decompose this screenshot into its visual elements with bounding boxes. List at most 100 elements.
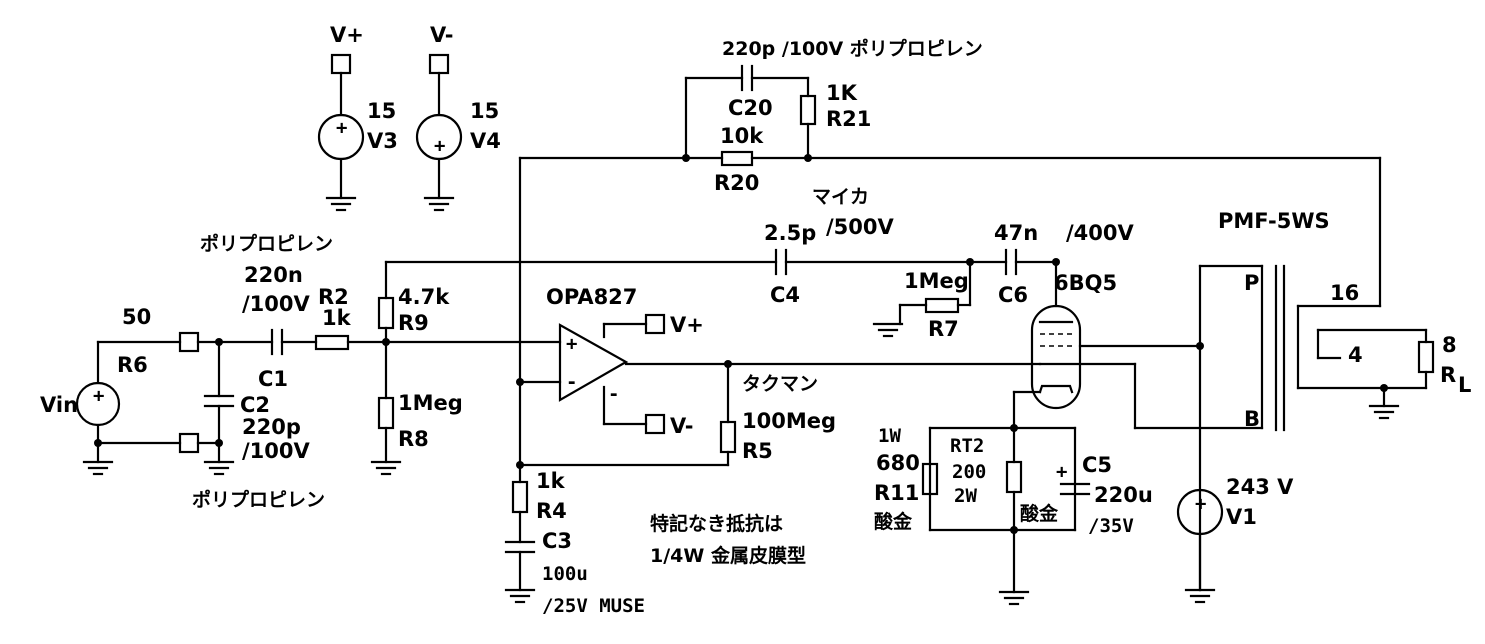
- vin-label: Vin: [40, 393, 78, 417]
- ground-symbol: [504, 588, 536, 604]
- c5-plus: +: [1056, 461, 1067, 483]
- rt2-power: 2W: [954, 485, 977, 507]
- tube-envelope: [1030, 304, 1082, 410]
- c6-name: C6: [998, 283, 1028, 307]
- v3-name: V3: [367, 129, 398, 153]
- resistor-r2: [314, 334, 350, 351]
- resistor-r20: [720, 150, 754, 167]
- r7-value: 1Meg: [904, 269, 969, 293]
- r4-value: 1k: [536, 469, 566, 493]
- r11-type: 酸金: [874, 510, 913, 533]
- tube-name: 6BQ5: [1054, 271, 1117, 295]
- c4-dielectric: マイカ: [812, 186, 869, 208]
- svg-text:+: +: [336, 117, 347, 139]
- tuning-label: タクマン: [742, 373, 818, 395]
- r6-value: 50: [122, 305, 151, 329]
- r8-name: R8: [398, 427, 429, 451]
- opamp-name: OPA827: [546, 285, 637, 309]
- resistor-r21: [799, 94, 817, 126]
- r11-name: R11: [874, 481, 919, 505]
- ground-symbol: [370, 460, 402, 476]
- r20-name: R20: [714, 171, 759, 195]
- ground-symbol: [1368, 404, 1400, 420]
- c20-name: C20: [728, 96, 773, 120]
- r11-power: 1W: [878, 425, 901, 447]
- opamp-opa827: OPA827 + - V+ - V- タクマン 100Meg R5 1k R4: [504, 285, 1042, 617]
- c5-name: C5: [1082, 453, 1112, 477]
- r5-value: 100Meg: [742, 409, 836, 433]
- supply-v4: V- + 15 V4: [415, 23, 501, 212]
- note-line-1: 特記なき抵抗は: [650, 512, 783, 535]
- c20-value-label: 220p /100V ポリプロピレン: [722, 37, 983, 60]
- ground-symbol: [423, 196, 455, 212]
- c3-value: 100u: [542, 563, 588, 585]
- vminus-terminal: [428, 53, 450, 75]
- vminus-node-label: V-: [430, 23, 453, 47]
- c6-voltage: /400V: [1066, 221, 1135, 245]
- ground-symbol: [203, 460, 235, 476]
- load-subscript: L: [1458, 373, 1471, 397]
- c2-dielectric: ポリプロピレン: [192, 488, 325, 511]
- resistor-r5: [719, 420, 737, 454]
- rt2-name: RT2: [950, 435, 984, 457]
- ground-symbol: [82, 460, 114, 476]
- svg-text:+: +: [93, 385, 104, 407]
- r2-name: R2: [318, 285, 349, 309]
- r6-name: R6: [117, 353, 148, 377]
- c1-name: C1: [258, 367, 288, 391]
- supply-v3: V+ + 15 V3: [317, 23, 398, 212]
- rt2-value: 200: [952, 461, 986, 483]
- input-return-terminal: [178, 432, 200, 454]
- opamp-vminus-terminal: [644, 413, 666, 435]
- resistor-r7: [924, 297, 960, 314]
- c2-name: C2: [240, 393, 270, 417]
- c3-name: C3: [542, 529, 572, 553]
- opamp-plus-sign: +: [566, 333, 577, 355]
- r4-name: R4: [536, 499, 567, 523]
- v4-name: V4: [470, 129, 501, 153]
- r9-name: R9: [398, 311, 429, 335]
- r8-value: 1Meg: [398, 391, 463, 415]
- c3-voltage: /25V MUSE: [542, 595, 645, 617]
- transformer-p-terminal: P: [1244, 271, 1259, 295]
- c4-value: 2.5p: [764, 221, 816, 245]
- tap-4-label: 4: [1348, 343, 1363, 367]
- note-line-2: 1/4W 金属皮膜型: [650, 544, 806, 567]
- opamp-minus-sign: -: [566, 371, 577, 393]
- c1-dielectric: ポリプロピレン: [200, 232, 333, 255]
- resistor-r4: [511, 480, 529, 514]
- opamp-triangle: [558, 323, 629, 402]
- transformer-b-terminal: B: [1244, 407, 1260, 431]
- c2-voltage: /100V: [242, 439, 311, 463]
- c1-voltage: /100V: [242, 292, 311, 316]
- tube-6bq5: 6BQ5 + 1W 680 R11 酸金 RT2 200: [874, 260, 1204, 606]
- c5-value: 220u: [1094, 483, 1153, 507]
- ground-symbol: [325, 196, 357, 212]
- c2-value: 220p: [242, 415, 301, 439]
- c4-voltage: /500V: [826, 215, 895, 239]
- c5-voltage: /35V: [1088, 515, 1134, 537]
- opamp-vminus-label: V-: [670, 414, 693, 438]
- transformer-name: PMF-5WS: [1218, 209, 1330, 233]
- resistor-r6: [178, 331, 200, 353]
- supply-v1: + 243 V V1: [1176, 475, 1294, 604]
- input-section: + Vin 50 R6 ポリプロピレン 220n /100V C1 R2 1k …: [40, 232, 562, 511]
- load-resistor-rl: [1417, 340, 1435, 374]
- svg-text:+: +: [1195, 493, 1206, 515]
- thermistor-rt2: [1005, 460, 1023, 494]
- opamp-neg-supply-sign: -: [608, 383, 619, 405]
- rt2-type: 酸金: [1020, 502, 1059, 525]
- coupling-network: マイカ 2.5p /500V C4 47n /400V C6 1Meg R7: [384, 186, 1135, 341]
- r20-value: 10k: [720, 124, 764, 148]
- r21-value: 1K: [826, 81, 858, 105]
- output-transformer: PMF-5WS P B 16 4 8 R L: [1038, 209, 1471, 592]
- c4-name: C4: [770, 283, 800, 307]
- v3-value: 15: [367, 99, 396, 123]
- r9-value: 4.7k: [398, 285, 450, 309]
- ground-symbol: [998, 590, 1030, 606]
- opamp-vplus-label: V+: [670, 313, 704, 337]
- vplus-terminal: [330, 53, 352, 75]
- r2-value: 1k: [322, 306, 352, 330]
- r5-name: R5: [742, 439, 773, 463]
